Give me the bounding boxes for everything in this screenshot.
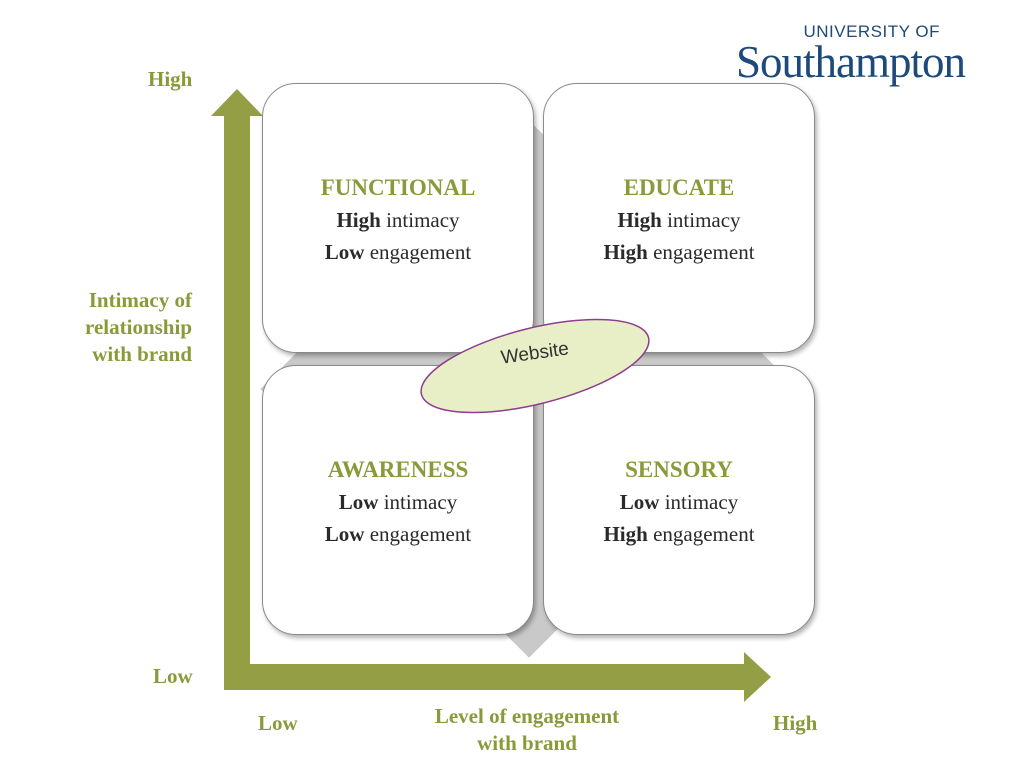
quadrant-engagement-level: High [603, 240, 648, 264]
quadrant-engagement-level: High [603, 522, 648, 546]
quadrant-intimacy-line: Low intimacy [263, 486, 533, 518]
x-axis-arrow-shaft [224, 664, 748, 690]
quadrant-title: SENSORY [625, 457, 733, 482]
quadrant-engagement-text: engagement [647, 240, 755, 264]
quadrant-intimacy-text: intimacy [659, 490, 739, 514]
quadrant-intimacy-level: High [336, 208, 381, 232]
quadrant-intimacy-level: Low [619, 490, 660, 514]
quadrant-engagement-line: Low engagement [263, 236, 533, 268]
y-axis-low-label: Low [153, 664, 193, 688]
y-axis-arrow-shaft [224, 114, 250, 690]
quadrant-intimacy-line: High intimacy [263, 204, 533, 236]
quadrant-intimacy-text: intimacy [378, 490, 458, 514]
quadrant-title: EDUCATE [623, 175, 735, 200]
quadrant-engagement-line: Low engagement [263, 518, 533, 550]
logo-top-text: UNIVERSITY OF [803, 22, 940, 41]
logo-main-text: Southampton [736, 37, 966, 87]
y-axis-high-label: High [148, 67, 193, 91]
x-axis-title-line-1: Level of engagement [434, 704, 620, 728]
quadrant-intimacy-line: Low intimacy [544, 486, 814, 518]
quadrant-intimacy-level: Low [338, 490, 379, 514]
quadrant-intimacy-level: High [617, 208, 662, 232]
y-axis-title-line-3: with brand [92, 342, 192, 366]
quadrant-educate: EDUCATE High intimacy High engagement [543, 83, 815, 353]
x-axis-high-label: High [773, 711, 818, 735]
quadrant-engagement-line: High engagement [544, 236, 814, 268]
quadrant-title: AWARENESS [327, 457, 469, 482]
quadrant-engagement-text: engagement [647, 522, 755, 546]
quadrant-engagement-level: Low [324, 240, 365, 264]
quadrant-title: FUNCTIONAL [320, 175, 476, 200]
x-axis-title: Level of engagement with brand [386, 703, 668, 757]
quadrant-engagement-text: engagement [364, 522, 472, 546]
quadrant-engagement-text: engagement [364, 240, 472, 264]
x-axis-title-line-2: with brand [477, 731, 577, 755]
y-axis-title-line-2: relationship [85, 315, 192, 339]
quadrant-engagement-level: Low [324, 522, 365, 546]
quadrant-engagement-line: High engagement [544, 518, 814, 550]
quadrant-intimacy-line: High intimacy [544, 204, 814, 236]
quadrant-sensory: SENSORY Low intimacy High engagement [543, 365, 815, 635]
website-ellipse [420, 318, 650, 414]
y-axis-title-line-1: Intimacy of [88, 288, 192, 312]
y-axis-title: Intimacy of relationship with brand [40, 287, 192, 368]
x-axis-low-label: Low [258, 711, 298, 735]
y-axis-arrow-head [211, 89, 263, 116]
quadrant-intimacy-text: intimacy [661, 208, 741, 232]
quadrant-awareness: AWARENESS Low intimacy Low engagement [262, 365, 534, 635]
quadrant-functional: FUNCTIONAL High intimacy Low engagement [262, 83, 534, 353]
quadrant-intimacy-text: intimacy [380, 208, 460, 232]
x-axis-arrow-head [744, 652, 771, 702]
